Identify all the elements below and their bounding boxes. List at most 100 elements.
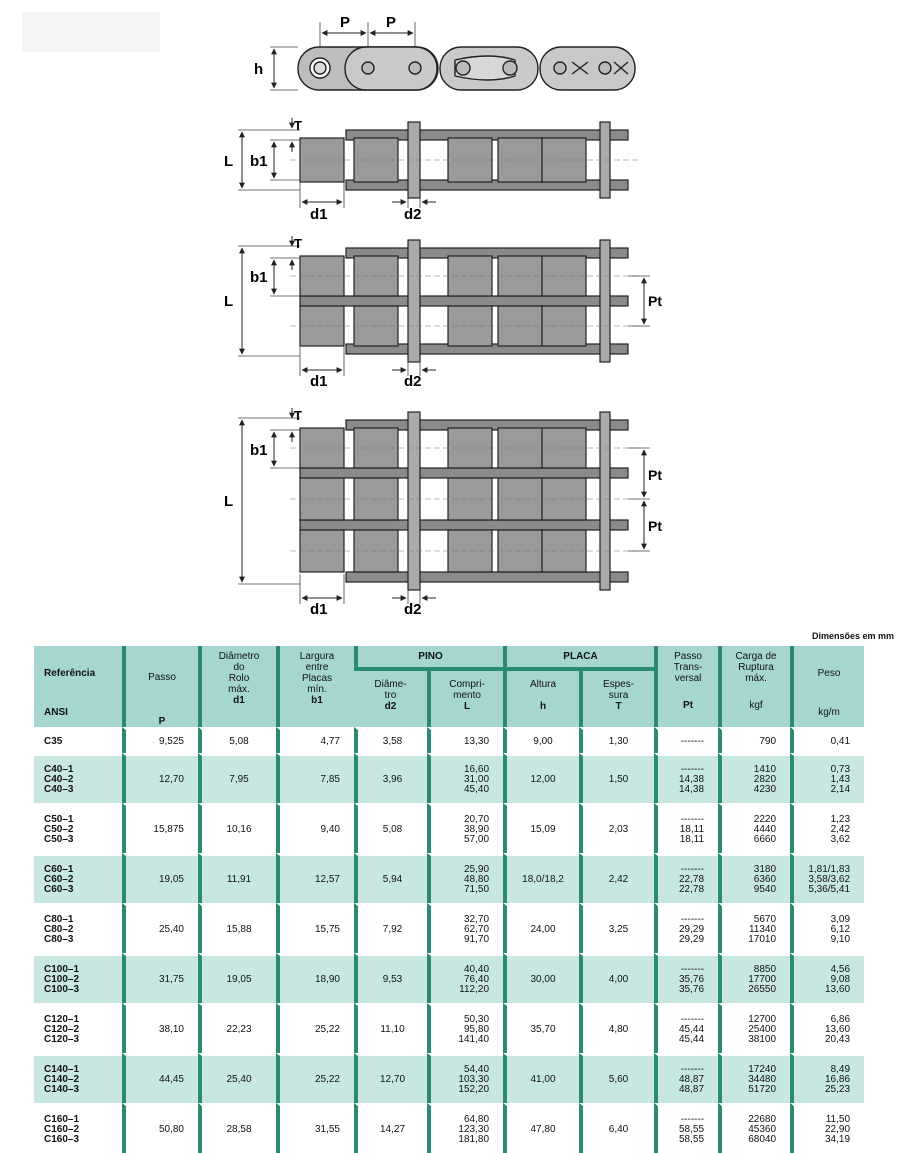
cell-referencia-line: C60–2 bbox=[44, 873, 74, 885]
cell-peso-line: 9,10 bbox=[830, 933, 851, 945]
simplex-chain-view: L b1 T d1 d2 bbox=[224, 118, 640, 223]
cell-carga: 790 bbox=[718, 727, 791, 753]
cell-carga-line: 22680 bbox=[748, 1113, 777, 1125]
cell-diametro: 11,91 bbox=[198, 853, 276, 903]
duplex-chain-view: L b1 T Pt d1 d2 bbox=[224, 236, 662, 390]
cell-diametro: 15,88 bbox=[198, 903, 276, 953]
header-largura-symbol: b1 bbox=[311, 695, 323, 706]
header-largura-line1: Largura bbox=[299, 651, 335, 662]
cell-passo-transversal-line: 45,44 bbox=[679, 1033, 705, 1045]
header-carga-line1: Carga de bbox=[735, 651, 777, 662]
cell-passo: 12,70 bbox=[122, 753, 198, 803]
cell-pino-comprimento-line: 45,40 bbox=[463, 783, 490, 795]
header-placa-altura: Altura h bbox=[503, 671, 580, 727]
cell-referencia-line: C120–2 bbox=[44, 1023, 80, 1035]
cell-pino-comprimento-line: 25,90 bbox=[463, 863, 490, 875]
chain-diagrams: P P h bbox=[224, 14, 662, 618]
cell-pino-comprimento-line: 54,40 bbox=[463, 1063, 490, 1075]
cell-passo: 25,40 bbox=[122, 903, 198, 953]
cell-carga-line: 51720 bbox=[748, 1083, 777, 1095]
cell-pino-comprimento-line: 95,80 bbox=[463, 1023, 490, 1035]
cell-passo-transversal-line: ------- bbox=[680, 735, 705, 747]
label-d1-duplex: d1 bbox=[310, 373, 328, 390]
cell-passo-transversal-line: 58,55 bbox=[679, 1123, 705, 1135]
cell-placa-altura: 15,09 bbox=[503, 803, 580, 853]
cell-placa-altura: 35,70 bbox=[503, 1003, 580, 1053]
cell-referencia-line: C40–2 bbox=[44, 773, 74, 785]
cell-referencia-line: C160–1 bbox=[44, 1113, 80, 1125]
cell-pino-comprimento-line: 76,40 bbox=[463, 973, 490, 985]
header-placa-alt-label: Altura bbox=[529, 679, 557, 690]
cell-placa-espessura: 2,42 bbox=[579, 853, 655, 903]
label-L-simplex: L bbox=[224, 153, 233, 170]
cell-peso-line: 25,23 bbox=[825, 1083, 851, 1095]
chain-spec-table: Referência ANSI Passo P Diâmetro do Rolo… bbox=[34, 646, 865, 1153]
cell-diametro: 25,40 bbox=[198, 1053, 276, 1103]
cell-peso-line: 5,36/5,41 bbox=[808, 883, 851, 895]
cell-referencia: C35 bbox=[34, 727, 122, 753]
cell-referencia-line: C60–3 bbox=[44, 883, 74, 895]
cell-referencia-line: C80–3 bbox=[44, 933, 74, 945]
header-passo: Passo P bbox=[122, 646, 198, 727]
cell-placa-espessura: 4,80 bbox=[579, 1003, 655, 1053]
cell-pino-diametro: 9,53 bbox=[354, 953, 427, 1003]
cell-peso-line: 16,86 bbox=[825, 1073, 851, 1085]
cell-pino-comprimento-line: 20,70 bbox=[463, 813, 490, 825]
header-pino-comp-line1: Compri- bbox=[449, 679, 485, 690]
cell-passo-transversal-line: ------- bbox=[680, 863, 705, 875]
cell-largura: 25,22 bbox=[276, 1053, 354, 1103]
header-largura: Largura entre Placas mín. b1 bbox=[276, 646, 354, 727]
cell-pino-comprimento-line: 32,70 bbox=[463, 913, 490, 925]
cell-referencia-line: C50–2 bbox=[44, 823, 74, 835]
dimension-h: h bbox=[254, 46, 298, 91]
header-peso: Peso kg/m bbox=[790, 646, 865, 727]
cell-largura: 7,85 bbox=[276, 753, 354, 803]
cell-placa-espessura: 4,00 bbox=[579, 953, 655, 1003]
header-diametro-line4: máx. bbox=[228, 684, 250, 695]
units-note: Dimensões em mm bbox=[811, 631, 894, 641]
header-largura-line4: mín. bbox=[307, 684, 327, 695]
cell-peso-line: 22,90 bbox=[825, 1123, 851, 1135]
cell-placa-espessura: 6,40 bbox=[579, 1103, 655, 1153]
cell-passo-transversal-line: ------- bbox=[680, 1013, 705, 1025]
header-referencia-label: Referência bbox=[44, 668, 96, 679]
cell-referencia-line: C50–1 bbox=[44, 813, 74, 825]
label-d2-simplex: d2 bbox=[404, 206, 422, 223]
cell-pino-diametro: 3,58 bbox=[354, 727, 427, 753]
header-carga-line2: Ruptura bbox=[738, 662, 774, 673]
cell-passo-transversal-line: 14,38 bbox=[679, 773, 705, 785]
header-pino-comp-line2: mento bbox=[453, 690, 481, 701]
cell-peso-line: 11,50 bbox=[825, 1113, 851, 1125]
cell-carga-line: 11340 bbox=[748, 923, 777, 935]
header-ansi-label: ANSI bbox=[44, 707, 68, 718]
label-T-simplex: T bbox=[294, 118, 302, 133]
header-diametro-line3: Rolo bbox=[228, 673, 250, 684]
cell-peso-line: 3,58/3,62 bbox=[808, 873, 851, 885]
cell-placa-altura: 18,0/18,2 bbox=[503, 853, 580, 903]
cell-passo-transversal-line: 45,44 bbox=[679, 1023, 705, 1035]
cell-largura: 15,75 bbox=[276, 903, 354, 953]
cell-carga-line: 34480 bbox=[748, 1073, 777, 1085]
cell-peso-line: 13,60 bbox=[825, 983, 851, 995]
cell-passo-transversal-line: ------- bbox=[680, 963, 705, 975]
cell-carga-line: 12700 bbox=[748, 1013, 777, 1025]
